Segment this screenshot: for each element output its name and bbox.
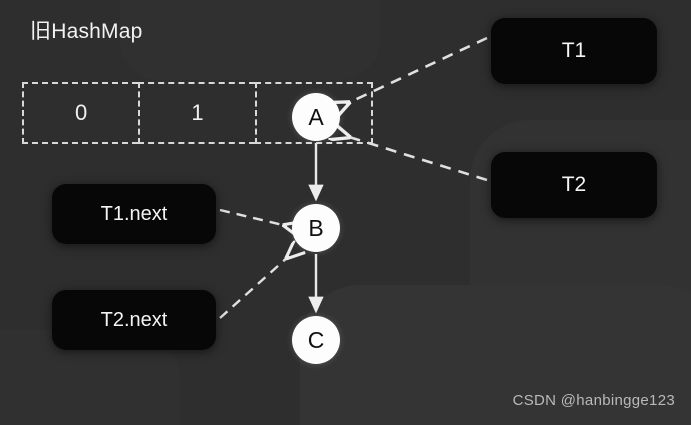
bucket-cell-2	[254, 82, 373, 144]
background-shape-top	[120, 0, 380, 80]
bucket-cell-1: 1	[138, 82, 255, 144]
hash-bucket-array: 0 1	[22, 82, 373, 144]
label-box-t1-next[interactable]: T1.next	[52, 184, 216, 244]
label-box-t2-next[interactable]: T2.next	[52, 290, 216, 350]
diagram-title: 旧HashMap	[30, 20, 143, 43]
watermark: CSDN @hanbingge123	[512, 392, 675, 409]
edge-t1next-to-b	[219, 208, 287, 226]
node-a[interactable]: A	[292, 93, 340, 141]
bucket-cell-0: 0	[22, 82, 139, 144]
node-b[interactable]: B	[292, 204, 340, 252]
node-c[interactable]: C	[292, 316, 340, 364]
label-box-t1[interactable]: T1	[491, 18, 657, 84]
edge-t2next-to-b	[219, 256, 289, 319]
label-box-t2[interactable]: T2	[491, 152, 657, 218]
